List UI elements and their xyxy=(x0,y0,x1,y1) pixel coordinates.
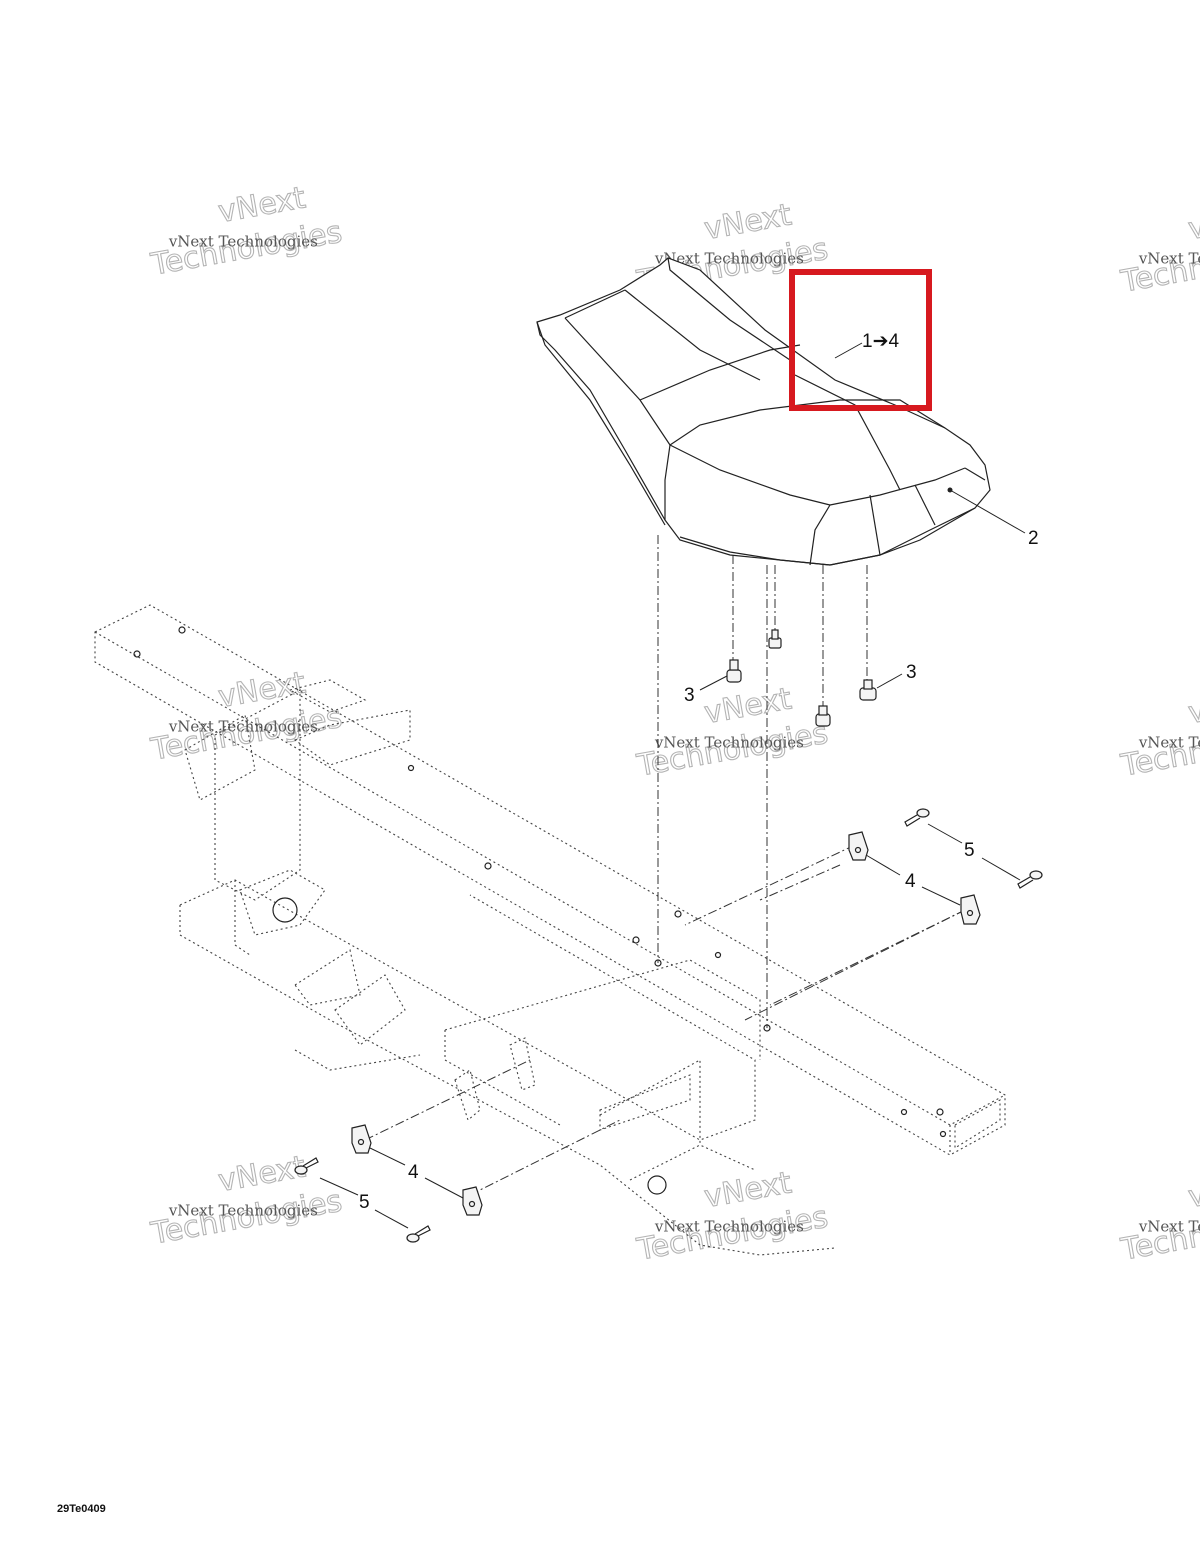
watermark-mid-left: vNext Technologies vNext Technologies xyxy=(147,665,345,768)
screw-upper-1[interactable] xyxy=(904,808,930,827)
drawing-reference: 29Te0409 xyxy=(57,1503,106,1515)
grommet-4 xyxy=(859,679,877,701)
retainer-upper-2[interactable] xyxy=(960,894,981,925)
highlight-box xyxy=(789,269,932,411)
svg-text:vNext Technologies: vNext Technologies xyxy=(1138,250,1200,268)
callout-labels: 1➔4 2 3 3 5 4 4 5 xyxy=(359,331,1039,1213)
seat-assembly[interactable] xyxy=(536,257,991,566)
watermark-mid-right: vNext Technologies vNext Technologies xyxy=(1117,681,1200,784)
retainer-upper-1[interactable] xyxy=(848,831,869,861)
frame-crossmember xyxy=(94,604,1006,1156)
callout-seat-cover: 2 xyxy=(1028,528,1039,549)
assembly-lines xyxy=(364,535,966,1196)
callout-grommet-right: 3 xyxy=(906,662,917,683)
watermark-top-left: vNext Technologies vNext Technologies xyxy=(147,180,345,283)
callout-seat-assembly: 1➔4 xyxy=(862,331,899,352)
svg-text:vNext: vNext xyxy=(1186,681,1200,731)
frame-main-tube xyxy=(179,689,836,1256)
svg-text:vNext Technologies: vNext Technologies xyxy=(654,250,804,268)
watermark-top-right: vNext Technologies vNext Technologies xyxy=(1117,197,1200,300)
frame-brackets xyxy=(184,679,691,1195)
svg-text:vNext: vNext xyxy=(1186,197,1200,247)
frame-holes xyxy=(133,626,947,1138)
callout-retainer-upper: 4 xyxy=(905,871,916,892)
callout-retainer-lower: 4 xyxy=(408,1162,419,1183)
svg-text:vNext Technologies: vNext Technologies xyxy=(1138,1218,1200,1236)
watermark-bottom-right: vNext Technologies vNext Technologies xyxy=(1117,1165,1200,1268)
screw-lower-1[interactable] xyxy=(294,1157,319,1175)
leader-lines xyxy=(319,342,1026,1229)
screw-lower-2[interactable] xyxy=(406,1225,431,1243)
callout-screw-upper: 5 xyxy=(964,840,975,861)
retainer-lower-1[interactable] xyxy=(351,1124,372,1154)
svg-text:vNext Technologies: vNext Technologies xyxy=(168,718,318,736)
svg-text:vNext Technologies: vNext Technologies xyxy=(168,1202,318,1220)
grommet-1 xyxy=(768,629,782,649)
watermark-mid-center: vNext Technologies vNext Technologies xyxy=(633,681,831,784)
grommet-parts[interactable] xyxy=(726,629,877,727)
watermark-bottom-left: vNext Technologies vNext Technologies xyxy=(147,1149,345,1252)
screw-upper-2[interactable] xyxy=(1017,870,1043,889)
svg-text:vNext Technologies: vNext Technologies xyxy=(1138,734,1200,752)
retainer-lower-2[interactable] xyxy=(462,1186,483,1216)
grommet-3 xyxy=(815,705,831,727)
svg-text:vNext Technologies: vNext Technologies xyxy=(654,1218,804,1236)
grommet-2 xyxy=(726,659,742,683)
callout-screw-lower: 5 xyxy=(359,1192,370,1213)
callout-grommet-left: 3 xyxy=(684,685,695,706)
svg-text:vNext Technologies: vNext Technologies xyxy=(168,233,318,251)
svg-text:vNext: vNext xyxy=(1186,1165,1200,1215)
svg-text:vNext Technologies: vNext Technologies xyxy=(654,734,804,752)
